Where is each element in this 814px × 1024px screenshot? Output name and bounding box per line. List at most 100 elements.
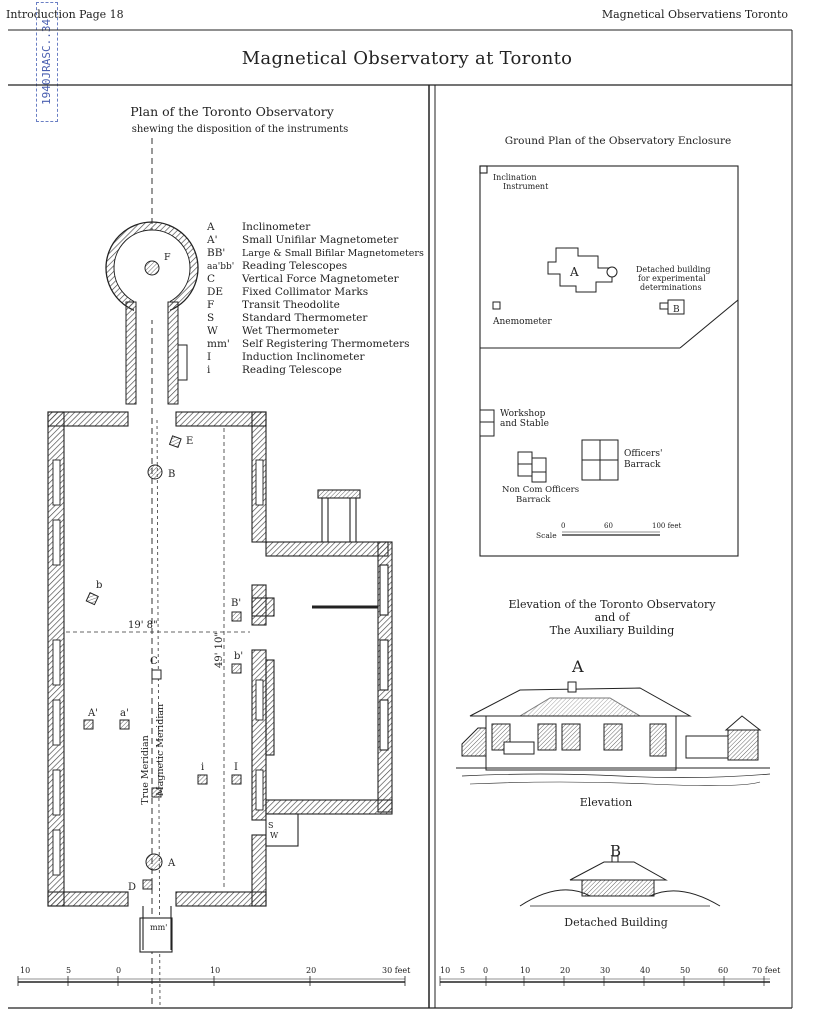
scale-tick: 70 feet — [752, 966, 781, 975]
marker-e — [168, 435, 182, 449]
scale-tick: 60 — [604, 522, 613, 530]
label-w: W — [270, 831, 279, 840]
ground-scale-label: Scale — [536, 531, 557, 540]
detached-footprint — [659, 299, 685, 315]
workshop-label: and Stable — [500, 419, 549, 429]
noncom-barrack-footprint — [517, 451, 547, 483]
marker-a-small-prime — [119, 719, 130, 730]
scale-tick: 20 — [306, 966, 316, 975]
marker-a-prime — [83, 719, 94, 730]
magnetic-meridian-label: Magnetic Meridian — [155, 704, 166, 796]
inclination-label: Instrument — [503, 182, 549, 191]
scale-tick: 0 — [561, 522, 565, 530]
building-b-label: B — [673, 305, 680, 315]
legend-text: Vertical Force Magnetometer — [241, 273, 400, 285]
inclination-label: Inclination — [493, 173, 537, 182]
enclosure — [479, 165, 739, 557]
scale-tick: 10 — [210, 966, 220, 975]
label-i-small: i — [201, 762, 204, 773]
observatory-elevation — [456, 681, 771, 786]
scale-tick: 50 — [680, 966, 690, 975]
building-a-label: A — [569, 265, 579, 279]
main-title: Magnetical Observatory at Toronto — [241, 48, 573, 69]
marker-i — [231, 774, 242, 785]
legend-key: mm' — [207, 338, 230, 350]
legend-text: Inclinometer — [242, 221, 311, 233]
legend-key: A — [206, 221, 215, 233]
scale-tick: 5 — [460, 966, 465, 975]
marker-d — [142, 879, 153, 890]
label-s: S — [268, 821, 273, 830]
scale-tick: 0 — [483, 966, 488, 975]
legend-text: Self Registering Thermometers — [242, 338, 410, 350]
marker-mid — [151, 787, 162, 798]
plan-title: Plan of the Toronto Observatory — [130, 104, 334, 119]
detached-label: for experimental — [638, 274, 706, 283]
legend-key: aa'bb' — [207, 262, 234, 272]
marker-b-prime — [231, 611, 242, 622]
legend-key: A' — [206, 234, 217, 246]
elevation-title: and of — [595, 611, 631, 624]
officers-label: Barrack — [624, 460, 661, 470]
main-building — [47, 411, 275, 953]
scale-tick: 10 — [520, 966, 530, 975]
officers-barrack-footprint — [581, 439, 619, 481]
legend-key: F — [207, 299, 214, 311]
marker-i-small — [197, 774, 208, 785]
label-a-small-prime: a' — [120, 708, 129, 719]
ground-scale: Scale 0 60 100 feet — [536, 522, 681, 540]
workshop-label: Workshop — [500, 409, 546, 419]
scale-tick: 10 — [20, 966, 30, 975]
detached-building-elevation — [519, 855, 721, 907]
legend-key: S — [207, 312, 214, 324]
label-i: I — [234, 762, 238, 773]
detached-label: determinations — [640, 283, 702, 292]
legend-text: Large & Small Bifilar Magnetometers — [242, 248, 424, 259]
scale-tick: 5 — [66, 966, 71, 975]
length-dimension-label: 49' 10" — [214, 632, 225, 668]
detached-caption: Detached Building — [564, 916, 668, 929]
elevation-a-label: A — [571, 657, 584, 676]
detached-label: Detached building — [636, 265, 711, 274]
label-f: F — [164, 252, 171, 263]
label-b-small: b — [96, 580, 102, 591]
ground-plan-title: Ground Plan of the Observatory Enclosure — [505, 135, 732, 147]
anemometer-label: Anemometer — [492, 317, 552, 327]
left-windows — [52, 459, 61, 876]
scale-tick: 30 feet — [382, 966, 411, 975]
legend-text: Standard Thermometer — [242, 312, 368, 324]
scale-tick: 20 — [560, 966, 570, 975]
workshop-footprint — [479, 409, 495, 437]
elevation-scale: 10 5 0 10 20 30 40 50 60 70 feet — [439, 966, 781, 986]
scale-tick: 60 — [718, 966, 728, 975]
legend-key: W — [207, 325, 218, 337]
scale-tick: 100 feet — [652, 522, 681, 530]
marker-a — [145, 853, 163, 871]
instrument-markers — [83, 435, 242, 890]
legend-text: Fixed Collimator Marks — [242, 286, 368, 298]
noncom-label: Non Com Officers — [502, 485, 579, 495]
label-b-small-prime: b' — [234, 651, 243, 662]
marker-c — [151, 669, 162, 680]
legend-text: Reading Telescopes — [242, 260, 347, 272]
page-header-left: Introduction Page 18 — [6, 8, 124, 21]
marker-b-small-prime — [231, 663, 242, 674]
true-meridian-label: True Meridian — [140, 735, 151, 804]
observatory-footprint — [547, 247, 618, 293]
width-dimension-label: 19' 8" — [128, 620, 158, 631]
scale-tick: 40 — [640, 966, 650, 975]
anemometer-marker — [492, 301, 501, 310]
scale-tick: 0 — [116, 966, 121, 975]
legend-text: Induction Inclinometer — [242, 351, 365, 363]
pier-f — [144, 260, 160, 276]
label-a: A — [167, 858, 176, 869]
elevation-b-label: B — [610, 842, 621, 860]
instrument-labels: E B b B' b' C A' a' i I A D S W mm' — [87, 436, 279, 932]
marker-b — [147, 464, 163, 480]
label-e: E — [186, 436, 193, 447]
legend-text: Wet Thermometer — [242, 325, 340, 337]
plan-subtitle: shewing the disposition of the instrumen… — [132, 124, 349, 135]
legend-key: DE — [207, 286, 223, 298]
scale-tick: 30 — [600, 966, 610, 975]
